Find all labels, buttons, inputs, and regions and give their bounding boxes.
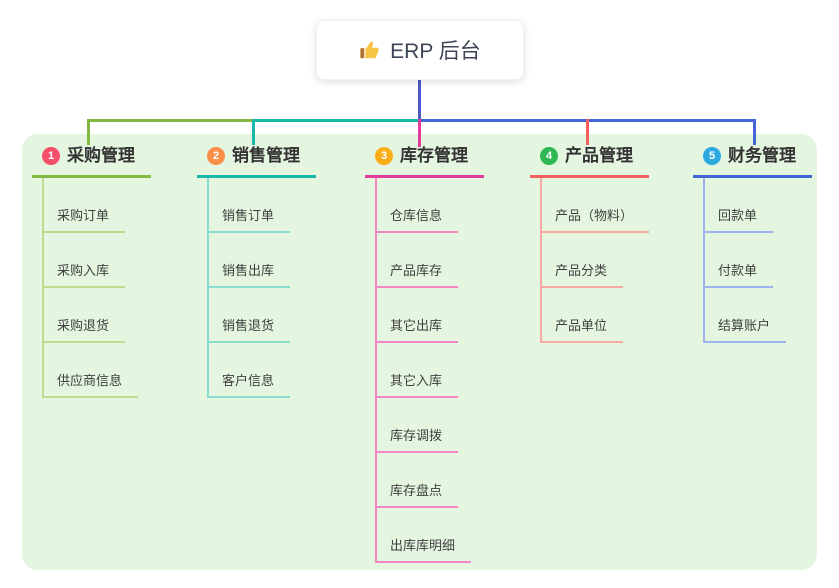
branch-title: 财务管理 [728, 146, 796, 165]
connector-bus-teal [252, 119, 420, 122]
branch-header-inventory[interactable]: 3 库存管理 [365, 145, 484, 178]
branch-item[interactable]: 销售订单 [209, 178, 291, 233]
root-node-erp[interactable]: ERP 后台 [316, 20, 524, 80]
connector-root-trunk [418, 77, 421, 120]
connector-drop-purchase [87, 119, 90, 145]
branch-title: 产品管理 [565, 146, 633, 165]
branch-purchase: 1 采购管理 采购订单 采购入库 采购退货 供应商信息 [32, 145, 151, 398]
branch-items: 仓库信息 产品库存 其它出库 其它入库 库存调拨 库存盘点 出库库明细 [375, 178, 472, 563]
branch-finance: 5 财务管理 回款单 付款单 结算账户 [693, 145, 812, 343]
connector-bus-green [87, 119, 254, 122]
branch-number-badge: 5 [703, 147, 721, 165]
branch-item[interactable]: 库存盘点 [377, 453, 459, 508]
branch-header-purchase[interactable]: 1 采购管理 [32, 145, 151, 178]
branch-item[interactable]: 其它出库 [377, 288, 459, 343]
branch-item[interactable]: 供应商信息 [44, 343, 139, 398]
branch-product: 4 产品管理 产品（物料） 产品分类 产品单位 [530, 145, 650, 343]
branch-item[interactable]: 产品库存 [377, 233, 459, 288]
branch-number-badge: 4 [540, 147, 558, 165]
branch-item[interactable]: 付款单 [705, 233, 774, 288]
branch-item[interactable]: 产品单位 [542, 288, 624, 343]
connector-drop-finance [753, 119, 756, 145]
branch-title: 库存管理 [400, 146, 468, 165]
branch-item[interactable]: 出库库明细 [377, 508, 472, 563]
branch-items: 采购订单 采购入库 采购退货 供应商信息 [42, 178, 139, 398]
branch-item[interactable]: 销售退货 [209, 288, 291, 343]
branch-items: 回款单 付款单 结算账户 [703, 178, 787, 343]
branch-item[interactable]: 库存调拨 [377, 398, 459, 453]
branches-panel [22, 134, 817, 570]
branch-item[interactable]: 销售出库 [209, 233, 291, 288]
branch-item[interactable]: 产品（物料） [542, 178, 650, 233]
root-node-title: ERP 后台 [390, 40, 481, 63]
branch-items: 销售订单 销售出库 销售退货 客户信息 [207, 178, 291, 398]
branch-number-badge: 1 [42, 147, 60, 165]
connector-drop-product [586, 119, 589, 145]
thumbs-up-icon [359, 39, 381, 61]
branch-header-finance[interactable]: 5 财务管理 [693, 145, 812, 178]
branch-number-badge: 3 [375, 147, 393, 165]
branch-header-sales[interactable]: 2 销售管理 [197, 145, 316, 178]
branch-item[interactable]: 仓库信息 [377, 178, 459, 233]
branch-item[interactable]: 结算账户 [705, 288, 787, 343]
branch-sales: 2 销售管理 销售订单 销售出库 销售退货 客户信息 [197, 145, 316, 398]
branch-item[interactable]: 其它入库 [377, 343, 459, 398]
branch-item[interactable]: 采购订单 [44, 178, 126, 233]
branch-title: 销售管理 [232, 146, 300, 165]
connector-drop-inventory [418, 119, 421, 147]
branch-item[interactable]: 采购退货 [44, 288, 126, 343]
connector-drop-sales [252, 119, 255, 145]
branch-items: 产品（物料） 产品分类 产品单位 [540, 178, 650, 343]
branch-number-badge: 2 [207, 147, 225, 165]
branch-inventory: 3 库存管理 仓库信息 产品库存 其它出库 其它入库 库存调拨 库存盘点 出库库… [365, 145, 484, 563]
branch-item[interactable]: 产品分类 [542, 233, 624, 288]
branch-header-product[interactable]: 4 产品管理 [530, 145, 649, 178]
branch-item[interactable]: 回款单 [705, 178, 774, 233]
branch-item[interactable]: 客户信息 [209, 343, 291, 398]
branch-title: 采购管理 [67, 146, 135, 165]
branch-item[interactable]: 采购入库 [44, 233, 126, 288]
